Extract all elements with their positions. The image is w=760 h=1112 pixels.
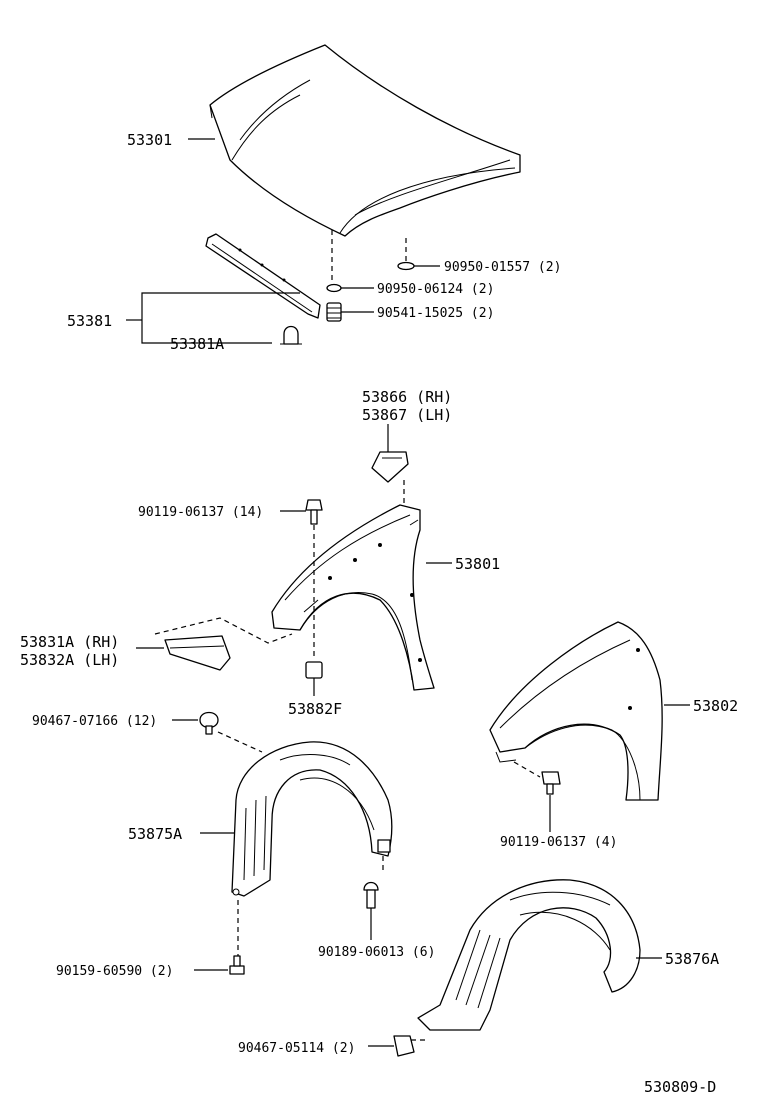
label-fender-lh: 53802 [693,697,738,715]
fender-bracket-part [164,635,231,671]
label-liner-screw-lower: 90159-60590 (2) [56,964,173,979]
liner-screw-part [363,881,379,909]
label-fender-cover-lh: 53867 (LH) [362,406,452,424]
label-liner-screw: 90189-06013 (6) [318,945,435,960]
label-hood-grommet: 90950-06124 (2) [377,282,494,297]
fender-cover-part [371,451,409,483]
label-hood-cushion: 90541-15025 (2) [377,306,494,321]
hood-seal-leader [126,292,300,344]
fender-bracket-dash [154,617,293,644]
label-fender-rh: 53801 [455,555,500,573]
hood-seal-clip-part [280,325,302,345]
label-fender-nut: 53882F [288,700,342,718]
label-fender-bolt-lower: 90119-06137 (4) [500,835,617,850]
label-hood-seal: 53381 [67,312,112,330]
label-liner-rh: 53875A [128,825,182,843]
hood-plug-part [397,261,440,271]
liner-lh-part [417,879,641,1031]
label-hood: 53301 [127,131,172,149]
label-fender-cover-rh: 53866 (RH) [362,388,452,406]
hood-grommet-part [326,283,374,293]
label-liner-clip-lower: 90467-05114 (2) [238,1041,355,1056]
liner-screw-lower-part [229,955,245,975]
liner-rh-part [231,741,393,897]
hood-seal-part [205,233,321,319]
diagram-code: 530809-D [644,1078,716,1096]
liner-clip-top-part [199,711,219,735]
fender-lh-part [489,621,663,801]
fender-bolt-lower-part [541,771,561,795]
label-liner-clip-top: 90467-07166 (12) [32,714,157,729]
label-liner-lh: 53876A [665,950,719,968]
liner-clip-lower-part [393,1035,415,1057]
fender-nut-part [305,661,323,679]
fender-bolt-top-part [305,499,323,525]
hood-panel [209,44,521,237]
fender-rh-part [271,504,435,691]
label-fender-bolt-top: 90119-06137 (14) [138,505,263,520]
label-hood-plug: 90950-01557 (2) [444,260,561,275]
fender-lh-bolt-dash [513,761,541,778]
liner-clip-dash [217,731,263,753]
label-fender-bracket-rh: 53831A (RH) [20,633,119,651]
label-hood-seal-clip: 53381A [170,335,224,353]
hood-cushion-part [326,302,374,322]
label-fender-bracket-lh: 53832A (LH) [20,651,119,669]
